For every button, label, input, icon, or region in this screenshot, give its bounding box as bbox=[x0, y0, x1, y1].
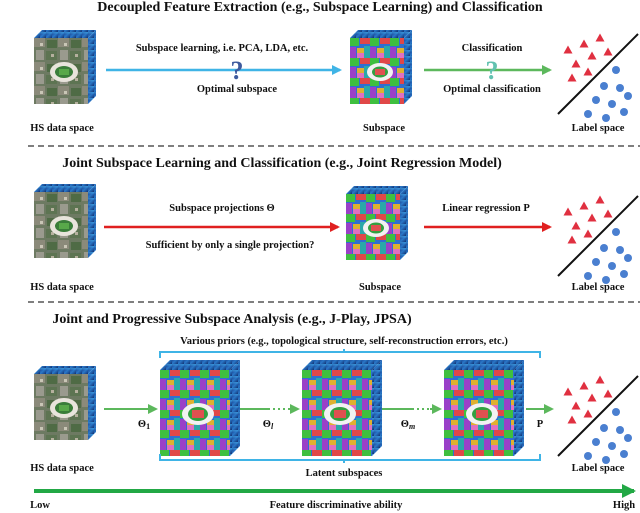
class-triangle-marker bbox=[567, 415, 577, 424]
class-triangle-marker bbox=[571, 221, 581, 230]
panel1-input-label: HS data space bbox=[30, 123, 94, 134]
class-triangle-marker bbox=[587, 51, 597, 60]
class-circle-marker bbox=[608, 262, 616, 270]
panel1-arrow1-top-label: Subspace learning, i.e. PCA, LDA, etc. bbox=[136, 43, 309, 54]
class-triangle-marker bbox=[579, 201, 589, 210]
class-circle-marker bbox=[592, 258, 600, 266]
panel2-input-cube bbox=[34, 184, 96, 258]
axis-low-label: Low bbox=[30, 500, 50, 511]
panel2-output-label: Label space bbox=[572, 282, 625, 293]
latent-subspaces-label: Latent subspaces bbox=[306, 468, 383, 479]
class-circle-marker bbox=[602, 114, 610, 122]
class-circle-marker bbox=[616, 426, 624, 434]
panel3-p-label: P bbox=[537, 419, 544, 430]
class-triangle-marker bbox=[603, 47, 613, 56]
panel1-input-cube bbox=[34, 30, 96, 104]
theta-symbol: Θ bbox=[267, 203, 275, 214]
class-triangle-marker bbox=[583, 67, 593, 76]
p-symbol: P bbox=[523, 203, 530, 214]
class-circle-marker bbox=[612, 408, 620, 416]
class-circle-marker bbox=[600, 82, 608, 90]
panel3-title: Joint and Progressive Subspace Analysis … bbox=[52, 312, 412, 327]
class-circle-marker bbox=[584, 452, 592, 460]
theta-m-label: Θm bbox=[401, 419, 415, 431]
axis-high-label: High bbox=[613, 500, 635, 511]
latent-subspace-cube-1 bbox=[160, 360, 240, 456]
class-triangle-marker bbox=[579, 39, 589, 48]
class-circle-marker bbox=[620, 450, 628, 458]
class-circle-marker bbox=[624, 92, 632, 100]
class-triangle-marker bbox=[571, 401, 581, 410]
panel1-title: Decoupled Feature Extraction (e.g., Subs… bbox=[97, 0, 543, 15]
panel2-title: Joint Subspace Learning and Classificati… bbox=[62, 156, 502, 171]
class-triangle-marker bbox=[563, 207, 573, 216]
class-triangle-marker bbox=[603, 209, 613, 218]
class-triangle-marker bbox=[567, 73, 577, 82]
panel3-input-cube bbox=[34, 366, 96, 440]
panel2-input-label: HS data space bbox=[30, 282, 94, 293]
class-circle-marker bbox=[584, 272, 592, 280]
panel1-arrow2-top-label: Classification bbox=[462, 43, 523, 54]
class-circle-marker bbox=[608, 442, 616, 450]
class-triangle-marker bbox=[563, 45, 573, 54]
decision-boundary-line bbox=[557, 195, 639, 277]
panel1-arrow2-bottom-label: Optimal classification bbox=[443, 84, 541, 95]
panel1-question-icon-1: ? bbox=[231, 56, 244, 85]
decision-boundary-line bbox=[557, 375, 639, 457]
panel1-arrow1-bottom-label: Optimal subspace bbox=[197, 84, 278, 95]
class-triangle-marker bbox=[579, 381, 589, 390]
class-triangle-marker bbox=[563, 387, 573, 396]
panel1-subspace-cube bbox=[350, 30, 412, 104]
class-circle-marker bbox=[616, 84, 624, 92]
panel2-arrow2-top-label: Linear regression P bbox=[442, 203, 530, 214]
panel3-priors-label: Various priors (e.g., topological struct… bbox=[180, 336, 508, 347]
class-triangle-marker bbox=[571, 59, 581, 68]
decision-boundary-line bbox=[557, 33, 639, 115]
class-triangle-marker bbox=[567, 235, 577, 244]
class-circle-marker bbox=[624, 434, 632, 442]
class-circle-marker bbox=[616, 246, 624, 254]
class-circle-marker bbox=[620, 108, 628, 116]
panel2-subspace-cube bbox=[346, 186, 408, 260]
panel2-arrow1-top-label: Subspace projections Θ bbox=[169, 203, 274, 214]
latent-bracket bbox=[159, 454, 541, 461]
class-circle-marker bbox=[600, 244, 608, 252]
panel1-subspace-label: Subspace bbox=[363, 123, 405, 134]
latent-subspace-cube-3 bbox=[444, 360, 524, 456]
class-triangle-marker bbox=[603, 389, 613, 398]
class-circle-marker bbox=[592, 438, 600, 446]
panel1-output-label: Label space bbox=[572, 123, 625, 134]
class-triangle-marker bbox=[583, 409, 593, 418]
class-circle-marker bbox=[608, 100, 616, 108]
panel3-output-label: Label space bbox=[572, 463, 625, 474]
class-triangle-marker bbox=[583, 229, 593, 238]
panel2-label-space-scatter-icon bbox=[557, 195, 639, 284]
theta-l-label: Θl bbox=[263, 419, 274, 431]
class-triangle-marker bbox=[595, 195, 605, 204]
class-triangle-marker bbox=[595, 33, 605, 42]
class-circle-marker bbox=[584, 110, 592, 118]
panel3-label-space-scatter-icon bbox=[557, 375, 639, 464]
class-circle-marker bbox=[600, 424, 608, 432]
panel2-subspace-label: Subspace bbox=[359, 282, 401, 293]
class-triangle-marker bbox=[587, 393, 597, 402]
panel1-label-space-scatter-icon bbox=[557, 33, 639, 122]
priors-bracket bbox=[159, 351, 541, 358]
class-circle-marker bbox=[612, 66, 620, 74]
class-circle-marker bbox=[602, 456, 610, 464]
class-triangle-marker bbox=[587, 213, 597, 222]
theta-1-label: Θ1 bbox=[138, 419, 150, 431]
axis-center-label: Feature discriminative ability bbox=[270, 500, 404, 511]
latent-subspace-cube-2 bbox=[302, 360, 382, 456]
class-circle-marker bbox=[620, 270, 628, 278]
class-circle-marker bbox=[592, 96, 600, 104]
class-circle-marker bbox=[612, 228, 620, 236]
class-circle-marker bbox=[624, 254, 632, 262]
class-triangle-marker bbox=[595, 375, 605, 384]
panel2-arrow1-bottom-label: Sufficient by only a single projection? bbox=[146, 240, 315, 251]
panel3-input-label: HS data space bbox=[30, 463, 94, 474]
panel1-question-icon-2: ? bbox=[486, 56, 499, 85]
class-circle-marker bbox=[602, 276, 610, 284]
